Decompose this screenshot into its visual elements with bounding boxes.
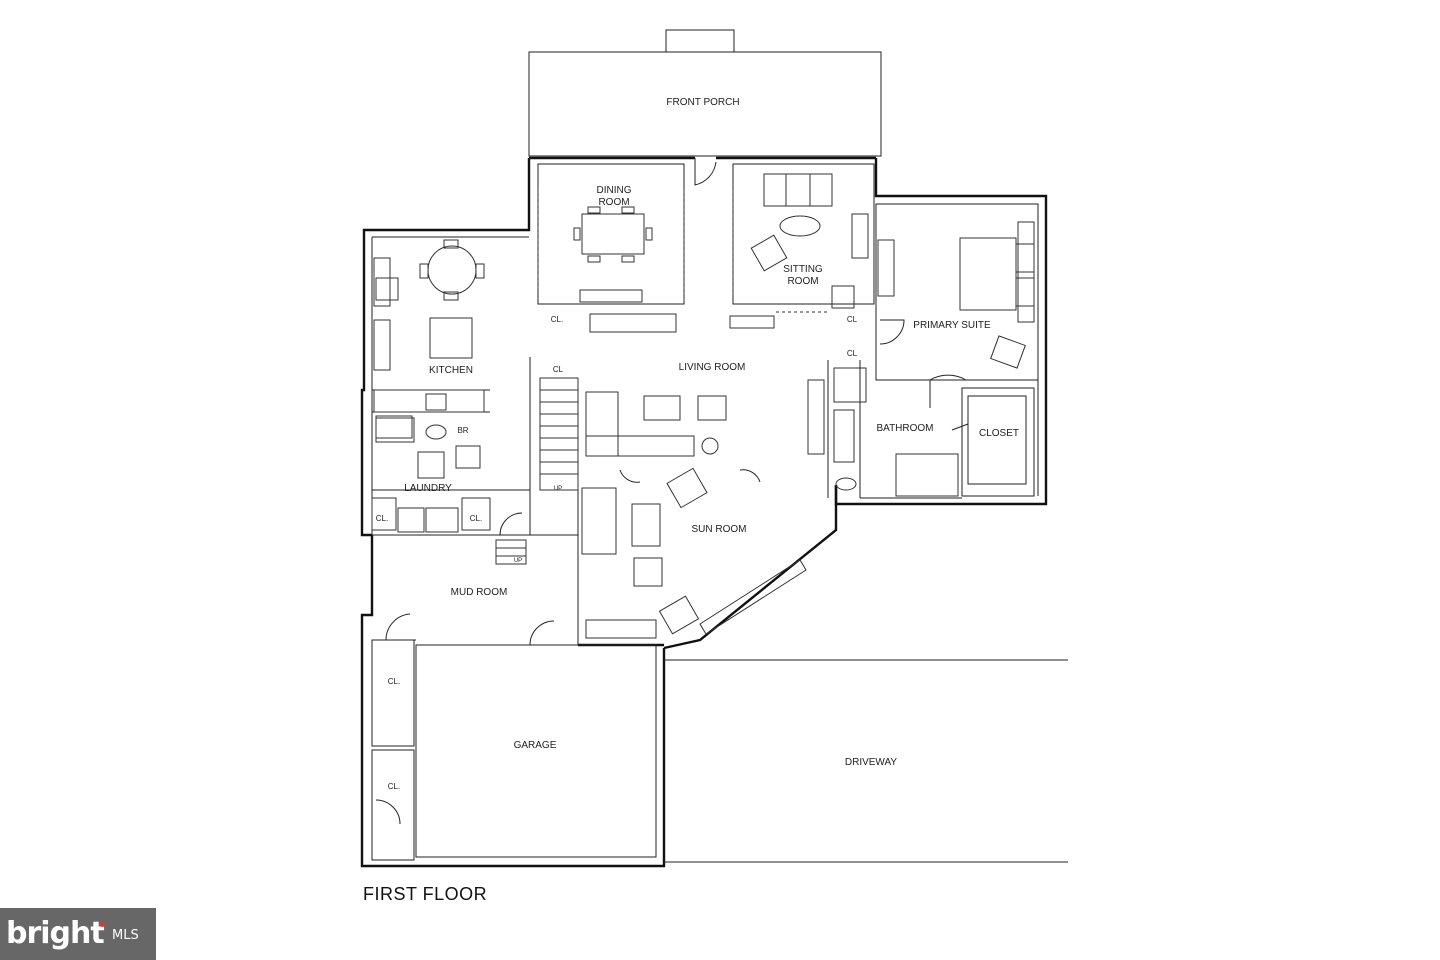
label-garage-closet-bottom: CL. xyxy=(388,782,400,791)
primary-suite-furniture xyxy=(877,237,1035,369)
label-garage-closet-top: CL. xyxy=(388,677,400,686)
sitting-room-furniture xyxy=(729,173,869,329)
label-suite-closet: CL xyxy=(847,349,858,358)
label-stair-closet: CL xyxy=(553,365,564,374)
label-garage: GARAGE xyxy=(514,740,557,751)
mud-room-stairs xyxy=(375,415,527,565)
watermark-accent-dot xyxy=(100,922,105,927)
label-stair-up-mud: UP xyxy=(514,558,522,564)
label-front-porch: FRONT PORCH xyxy=(666,97,739,108)
label-dining-closet: CL. xyxy=(551,315,563,324)
label-dining-2: ROOM xyxy=(598,197,629,208)
living-room-furniture xyxy=(539,377,825,491)
exterior-walls xyxy=(360,156,1048,868)
label-laundry: LAUNDRY xyxy=(404,483,452,494)
label-laundry-closet-right: CL. xyxy=(470,514,482,523)
front-porch xyxy=(528,29,882,157)
floor-title: FIRST FLOOR xyxy=(363,884,488,904)
kitchen-fixtures xyxy=(373,239,485,413)
label-sitting-1: SITTING xyxy=(783,264,823,275)
bathroom-fixtures xyxy=(833,221,1035,497)
label-sitting-closet: CL xyxy=(847,315,858,324)
label-primary-suite: PRIMARY SUITE xyxy=(913,320,991,331)
watermark-brand: bright xyxy=(6,916,105,951)
label-driveway: DRIVEWAY xyxy=(845,757,898,768)
label-half-bath: BR xyxy=(457,426,468,435)
open-thresholds xyxy=(537,190,828,313)
label-laundry-closet-left: CL. xyxy=(376,514,388,523)
label-kitchen: KITCHEN xyxy=(429,365,473,376)
door-swings xyxy=(375,158,969,825)
label-stair-up-main: UP xyxy=(554,486,562,492)
dining-table-set xyxy=(573,206,677,333)
label-dining-1: DINING xyxy=(597,185,632,196)
sun-room-furniture xyxy=(581,467,807,639)
label-living-room: LIVING ROOM xyxy=(679,362,746,373)
label-sitting-2: ROOM xyxy=(787,276,818,287)
label-bathroom: BATHROOM xyxy=(876,423,933,434)
label-mud-room: MUD ROOM xyxy=(451,587,508,598)
label-closet: CLOSET xyxy=(979,428,1019,439)
watermark-suffix: MLS xyxy=(112,928,139,943)
label-sun-room: SUN ROOM xyxy=(692,524,747,535)
bright-mls-watermark: bright MLS xyxy=(0,908,156,960)
